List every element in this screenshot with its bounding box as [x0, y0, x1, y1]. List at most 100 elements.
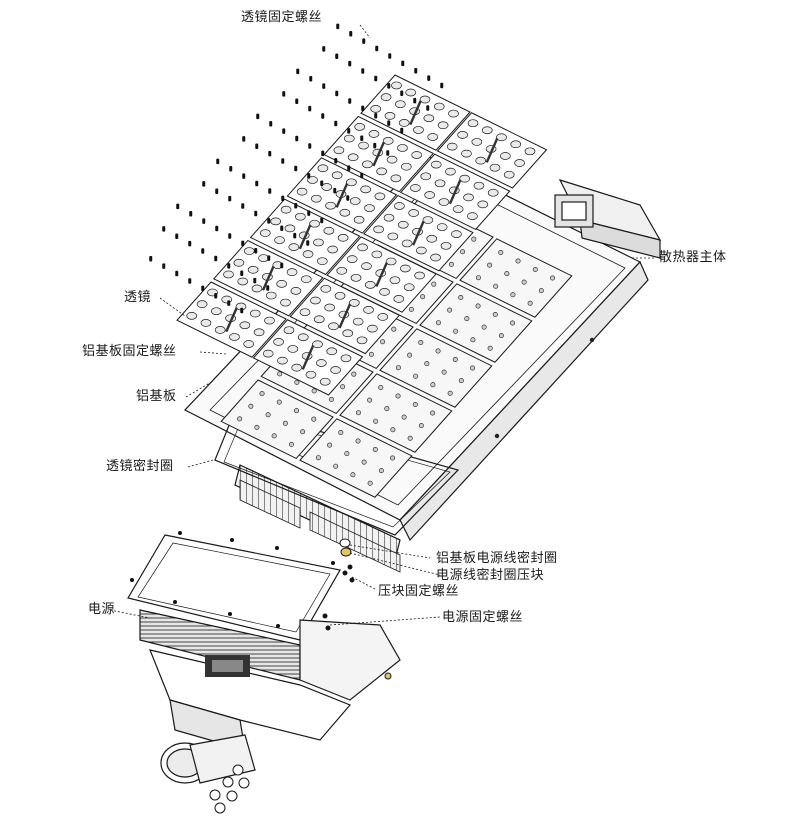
lens-optic [387, 232, 399, 241]
screw [241, 240, 245, 247]
screw [281, 195, 285, 202]
led-dot [378, 384, 384, 390]
lens-optic [461, 149, 472, 158]
led-dot [277, 371, 283, 377]
screw [253, 277, 257, 284]
lens-optic [243, 247, 255, 255]
label-pcb-cable-seal: 铝基板电源线密封圈 [436, 551, 558, 566]
screw [296, 68, 300, 75]
screw [387, 120, 391, 126]
lens-optic [385, 257, 397, 266]
lens-slot [338, 303, 352, 329]
lens-optic [391, 81, 402, 90]
lens-optic [394, 202, 405, 210]
screw [214, 255, 218, 262]
lens-optic [346, 255, 358, 263]
led-dot [435, 348, 441, 354]
led-dot [492, 312, 498, 318]
screw [322, 83, 326, 89]
lens-optic [489, 163, 501, 172]
led-dot [460, 249, 466, 255]
lens-optic [363, 306, 374, 314]
led-dot [510, 320, 516, 326]
pcb-board [299, 418, 413, 498]
heatsink-side-screws [494, 337, 595, 439]
screw [307, 173, 311, 179]
lens-optic [389, 276, 401, 285]
lens-optic [305, 370, 317, 379]
led-dot [487, 262, 493, 268]
lens-optic [368, 130, 380, 138]
lens-optic [382, 137, 394, 145]
lens-optic [383, 213, 395, 222]
screw [414, 68, 418, 74]
led-dot [390, 427, 396, 433]
led-dot [351, 371, 357, 377]
screw [189, 211, 193, 217]
led-dot [340, 384, 346, 390]
lens-optic [326, 347, 338, 356]
led-dot [470, 365, 476, 371]
lens-optic [362, 160, 373, 169]
screw [280, 262, 284, 269]
lens-optic [410, 184, 421, 192]
lens-modules [176, 74, 548, 396]
led-dot [538, 288, 544, 294]
lens-optic [211, 307, 222, 316]
lens-fixing-screws [149, 23, 444, 314]
lens-optic [349, 197, 361, 205]
lens-optic [356, 336, 368, 345]
lens-slot [261, 265, 275, 291]
led-dot [361, 459, 367, 465]
lens-module [289, 277, 401, 355]
lens-optic [440, 241, 452, 250]
label-lens: 透镜 [124, 290, 152, 305]
lens-optic [401, 239, 413, 248]
led-dot [504, 271, 510, 277]
pcb-board [459, 238, 573, 318]
screw [335, 53, 339, 59]
screw [334, 120, 338, 127]
lens-optic [311, 194, 322, 203]
led-dot [327, 442, 333, 448]
led-dot [418, 339, 424, 345]
lens-optic [377, 313, 389, 321]
led-dot [464, 316, 470, 322]
screw [413, 97, 417, 104]
lens-optic [290, 287, 302, 295]
led-dot [475, 275, 481, 281]
lens-optic [259, 229, 271, 237]
screw [294, 203, 298, 209]
lens-optic [360, 185, 371, 194]
led-dot [372, 447, 378, 453]
led-dot [510, 292, 516, 298]
mount-nuts [209, 764, 250, 814]
screw [361, 68, 365, 74]
led-dot [391, 326, 397, 332]
led-dot [498, 333, 504, 339]
led-dot [521, 279, 527, 285]
led-dot [452, 357, 458, 363]
lens-optic [274, 236, 285, 244]
screw [346, 195, 350, 201]
lens-optic [247, 265, 259, 274]
screw [188, 278, 192, 284]
led-dot [288, 441, 294, 447]
screw [269, 121, 273, 127]
led-dot [447, 390, 453, 396]
lens-optic [295, 212, 306, 221]
lens-slot [409, 100, 422, 126]
screw [254, 210, 258, 217]
led-dot [493, 283, 499, 289]
led-dot [458, 294, 464, 300]
screw [215, 188, 219, 194]
lens-optic [367, 324, 378, 333]
lens-optic [364, 281, 376, 289]
screw [267, 218, 271, 224]
lens-optic [316, 359, 327, 367]
lens-optic [436, 223, 448, 231]
screw [267, 255, 271, 261]
led-dot [328, 396, 334, 402]
lens-module [436, 112, 548, 189]
lens-optic [354, 122, 366, 131]
